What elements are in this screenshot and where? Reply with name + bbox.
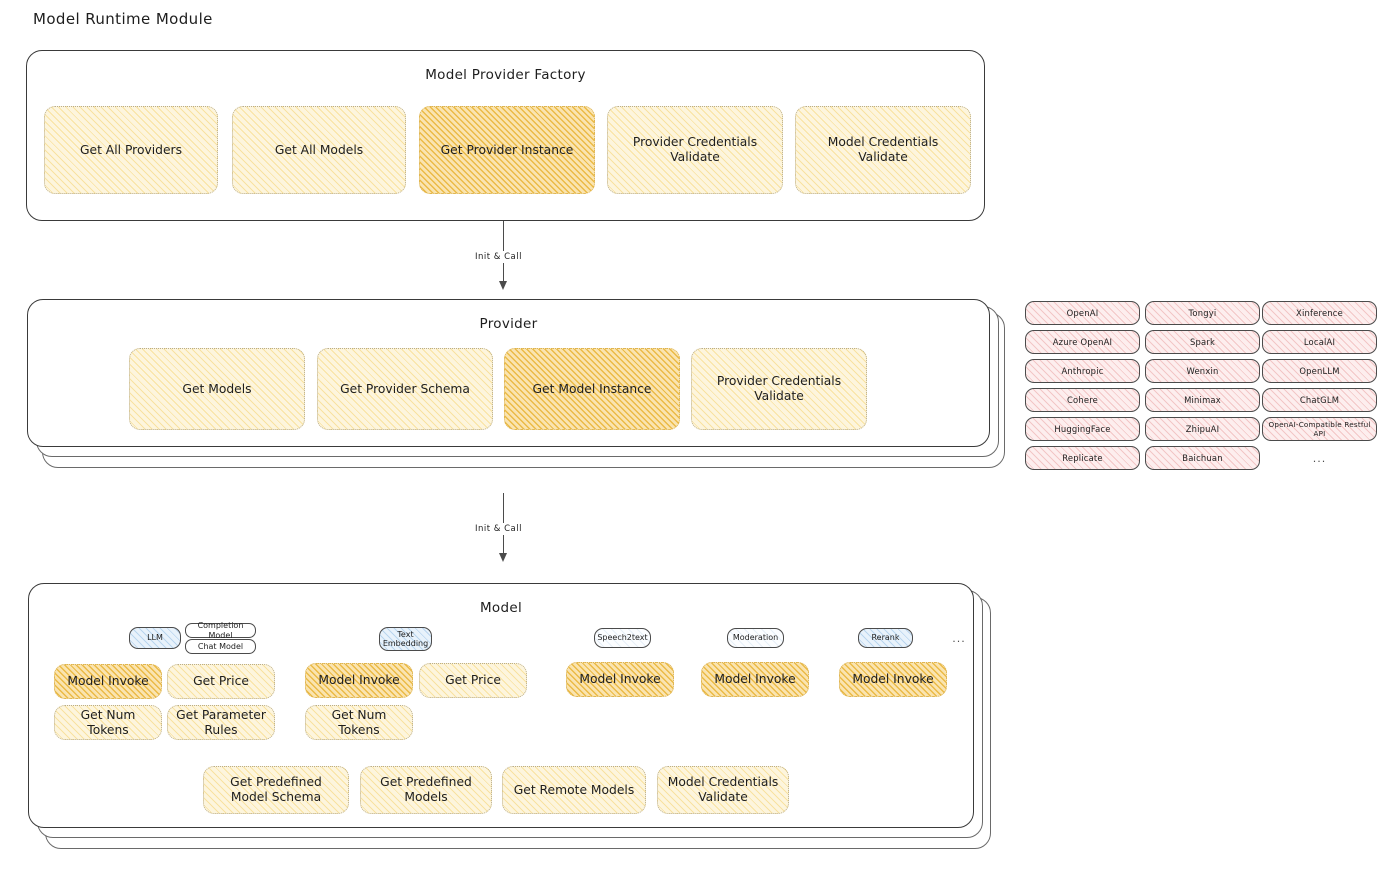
moderation-method-model-invoke[interactable]: Model Invoke [701, 662, 809, 697]
provider-method-get-models[interactable]: Get Models [129, 348, 305, 430]
provider-pill-wenxin[interactable]: Wenxin [1145, 359, 1260, 383]
provider-method-get-model-instance[interactable]: Get Model Instance [504, 348, 680, 430]
factory-method-model-credentials-validate[interactable]: Model Credentials Validate [795, 106, 971, 194]
llm-method-get-price[interactable]: Get Price [167, 664, 275, 699]
provider-pill-replicate[interactable]: Replicate [1025, 446, 1140, 470]
llm-method-get-num-tokens[interactable]: Get Num Tokens [54, 705, 162, 740]
provider-pill-minimax[interactable]: Minimax [1145, 388, 1260, 412]
factory-method-get-provider-instance[interactable]: Get Provider Instance [419, 106, 595, 194]
model-title: Model [479, 600, 523, 616]
provider-pill-spark[interactable]: Spark [1145, 330, 1260, 354]
model-type-sub-chat-model[interactable]: Chat Model [185, 639, 256, 654]
llm-method-get-parameter-rules[interactable]: Get Parameter Rules [167, 705, 275, 740]
model-common-method-model-credentials-validate[interactable]: Model Credentials Validate [657, 766, 789, 814]
model-provider-factory-title: Model Provider Factory [425, 67, 586, 83]
model-type-badge-moderation[interactable]: Moderation [727, 628, 784, 648]
text-embedding-method-get-num-tokens[interactable]: Get Num Tokens [305, 705, 413, 740]
speech2text-method-model-invoke[interactable]: Model Invoke [566, 662, 674, 697]
factory-method-get-all-providers[interactable]: Get All Providers [44, 106, 218, 194]
provider-pill-cohere[interactable]: Cohere [1025, 388, 1140, 412]
text-embedding-method-get-price[interactable]: Get Price [419, 663, 527, 698]
provider-method-provider-credentials-validate[interactable]: Provider Credentials Validate [691, 348, 867, 430]
model-box: Model [28, 583, 974, 828]
page-title: Model Runtime Module [33, 10, 213, 28]
text-embedding-method-model-invoke[interactable]: Model Invoke [305, 663, 413, 698]
factory-method-provider-credentials-validate[interactable]: Provider Credentials Validate [607, 106, 783, 194]
provider-method-get-provider-schema[interactable]: Get Provider Schema [317, 348, 493, 430]
provider-pill-zhipuai[interactable]: ZhipuAI [1145, 417, 1260, 441]
arrow-factory-to-provider-label: Init & Call [471, 251, 526, 263]
arrow-factory-to-provider-head [499, 281, 507, 290]
arrow-provider-to-model-label: Init & Call [471, 523, 526, 535]
provider-title: Provider [479, 316, 538, 332]
provider-list-more-ellipsis: ... [1312, 452, 1327, 465]
arrow-provider-to-model-head [499, 553, 507, 562]
model-type-badge-text-embedding[interactable]: Text Embedding [379, 627, 432, 651]
provider-pill-huggingface[interactable]: HuggingFace [1025, 417, 1140, 441]
provider-pill-baichuan[interactable]: Baichuan [1145, 446, 1260, 470]
model-type-badge-rerank[interactable]: Rerank [858, 628, 913, 648]
provider-pill-openllm[interactable]: OpenLLM [1262, 359, 1377, 383]
model-common-method-get-remote-models[interactable]: Get Remote Models [502, 766, 646, 814]
factory-method-get-all-models[interactable]: Get All Models [232, 106, 406, 194]
model-type-badge-speech2text[interactable]: Speech2text [594, 628, 651, 648]
model-type-badge-llm[interactable]: LLM [129, 627, 181, 649]
model-types-more-ellipsis: ... [952, 632, 966, 645]
model-type-sub-completion-model[interactable]: Completion Model [185, 621, 256, 640]
rerank-method-model-invoke[interactable]: Model Invoke [839, 662, 947, 697]
provider-pill-xinference[interactable]: Xinference [1262, 301, 1377, 325]
provider-pill-localai[interactable]: LocalAI [1262, 330, 1377, 354]
provider-pill-openai-compatible-restful-api[interactable]: OpenAI-Compatible Restful API [1262, 417, 1377, 441]
model-common-method-get-predefined-models[interactable]: Get Predefined Models [360, 766, 492, 814]
provider-pill-tongyi[interactable]: Tongyi [1145, 301, 1260, 325]
provider-pill-chatglm[interactable]: ChatGLM [1262, 388, 1377, 412]
provider-pill-anthropic[interactable]: Anthropic [1025, 359, 1140, 383]
provider-pill-azure-openai[interactable]: Azure OpenAI [1025, 330, 1140, 354]
model-common-method-get-predefined-model-schema[interactable]: Get Predefined Model Schema [203, 766, 349, 814]
llm-method-model-invoke[interactable]: Model Invoke [54, 664, 162, 699]
provider-pill-openai[interactable]: OpenAI [1025, 301, 1140, 325]
